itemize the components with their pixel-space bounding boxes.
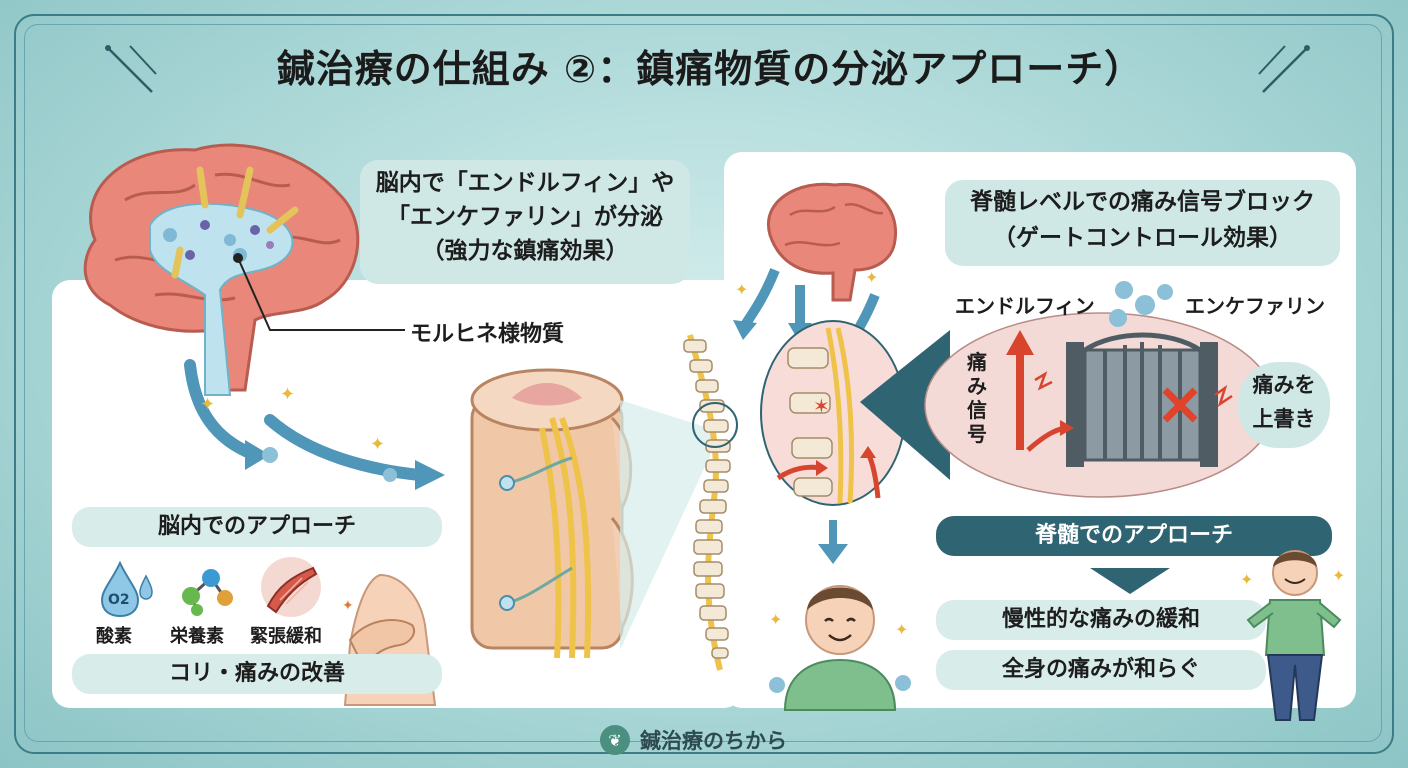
pain-override-line1: 痛みを bbox=[1252, 373, 1316, 397]
svg-text:✦: ✦ bbox=[895, 620, 908, 639]
arrow-down-icon bbox=[818, 520, 848, 564]
flow-arrows-brain: ✦ ✦ ✦ bbox=[184, 359, 445, 490]
icon-label-nutrients: 栄養素 bbox=[170, 626, 224, 647]
pain-override-line2: 上書き bbox=[1252, 407, 1316, 431]
pain-override-bubble: 痛みを 上書き bbox=[1238, 362, 1330, 448]
brain-callout-line2: 「エンケファリン」が分泌 bbox=[387, 204, 663, 230]
brain-callout: 脳内で「エンドルフィン」や 「エンケファリン」が分泌 （強力な鎮痛効果） bbox=[360, 160, 690, 284]
svg-text:✦: ✦ bbox=[200, 394, 215, 415]
svg-text:✶: ✶ bbox=[813, 394, 830, 418]
svg-text:✦: ✦ bbox=[1240, 570, 1253, 589]
morphine-label: モルヒネ様物質 bbox=[410, 322, 565, 347]
pain-signal-char: 痛 bbox=[967, 350, 987, 374]
gate-zoom bbox=[860, 281, 1276, 498]
leaf-logo-icon: ❦ bbox=[600, 725, 630, 755]
footer-brand-text: 鍼治療のちから bbox=[640, 729, 787, 753]
footer-brand: ❦ 鍼治療のちから bbox=[600, 722, 820, 758]
svg-text:✦: ✦ bbox=[1332, 566, 1345, 585]
spinal-callout-line2: （ゲートコントロール効果） bbox=[993, 225, 1292, 251]
spinal-result-2: 全身の痛みが和らぐ bbox=[936, 650, 1266, 690]
brain-small-illustration bbox=[766, 182, 898, 302]
pain-signal-char: み bbox=[967, 374, 987, 398]
brain-callout-line1: 脳内で「エンドルフィン」や bbox=[375, 170, 675, 196]
brain-illustration bbox=[83, 143, 360, 396]
water-drop-icon: O2 bbox=[100, 560, 153, 618]
needle-icon bbox=[1258, 45, 1310, 93]
zoom-connector bbox=[620, 400, 715, 650]
spinal-callout-line1: 脊髄レベルでの痛み信号ブロック bbox=[970, 189, 1315, 215]
muscle-icon bbox=[261, 557, 321, 617]
morphine-leader-line bbox=[233, 253, 405, 331]
pain-signal-label: 痛 み 信 号 bbox=[962, 350, 992, 446]
o2-symbol: O2 bbox=[108, 592, 130, 608]
pain-signal-char: 信 bbox=[967, 398, 987, 422]
pain-signal-char: 号 bbox=[967, 422, 987, 446]
brain-result: コリ・痛みの改善 bbox=[72, 654, 442, 694]
svg-text:✦: ✦ bbox=[342, 598, 354, 614]
triangle-down-icon bbox=[1090, 568, 1170, 594]
icon-label-relaxation: 緊張緩和 bbox=[250, 626, 322, 647]
smiling-person-illustration: ✦ ✦ bbox=[769, 585, 911, 711]
svg-text:✦: ✦ bbox=[769, 610, 782, 629]
enkephalin-label: エンケファリン bbox=[1185, 294, 1325, 318]
spinal-approach-title: 脊髄でのアプローチ bbox=[936, 516, 1332, 556]
endorphin-label: エンドルフィン bbox=[955, 294, 1095, 318]
svg-text:✦: ✦ bbox=[865, 268, 878, 287]
svg-text:✦: ✦ bbox=[370, 434, 385, 455]
spine-zoom-circle: ✶ bbox=[760, 320, 906, 506]
svg-text:✦: ✦ bbox=[280, 384, 295, 405]
brain-approach-title: 脳内でのアプローチ bbox=[72, 507, 442, 547]
icon-label-oxygen: 酸素 bbox=[96, 626, 132, 647]
spinal-callout: 脊髄レベルでの痛み信号ブロック （ゲートコントロール効果） bbox=[945, 180, 1340, 266]
needle-icon bbox=[105, 45, 157, 93]
brain-callout-line3: （強力な鎮痛効果） bbox=[421, 238, 629, 264]
svg-text:✦: ✦ bbox=[735, 280, 748, 299]
molecule-icon bbox=[182, 569, 233, 616]
spinal-result-1: 慢性的な痛みの緩和 bbox=[936, 600, 1266, 640]
happy-person-illustration: ✦ ✦ bbox=[1240, 550, 1345, 721]
spine-illustration bbox=[683, 334, 738, 671]
page-title: 鍼治療の仕組み ②：鎮痛物質の分泌アプローチ） bbox=[276, 47, 1144, 91]
